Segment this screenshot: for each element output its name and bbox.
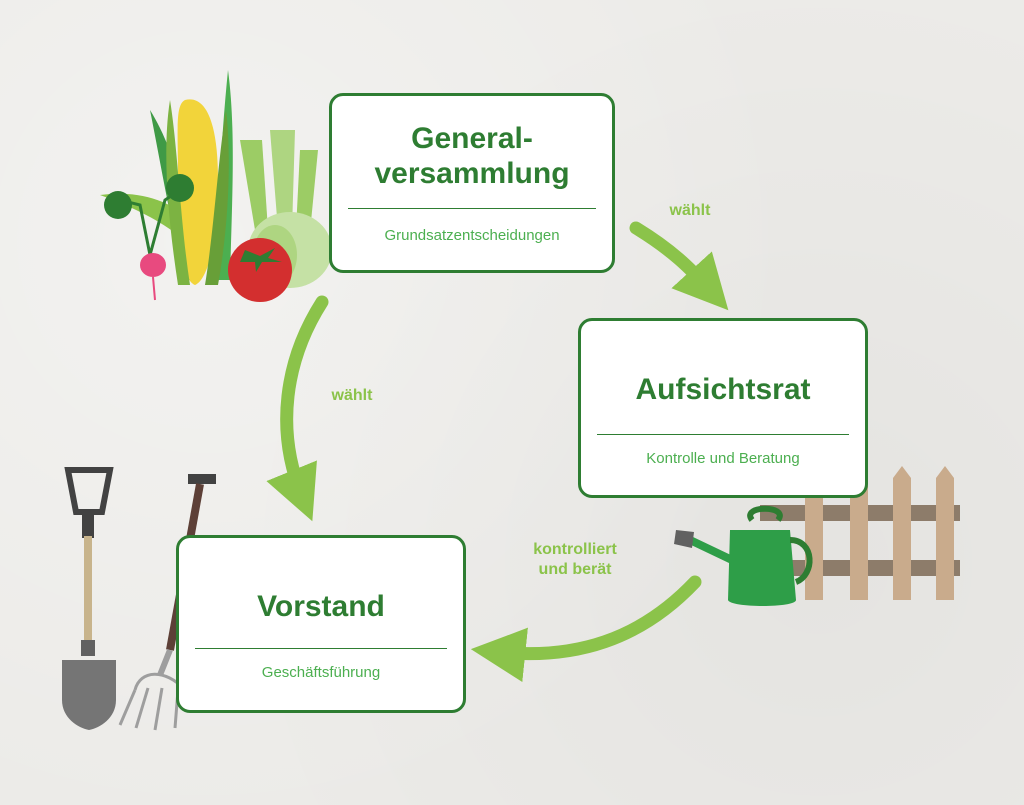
node-title: General- versammlung <box>332 122 612 191</box>
arrow-general-to-aufsicht <box>629 221 729 311</box>
node-title-line1: General- <box>411 122 533 155</box>
vegetables-icon <box>100 70 332 302</box>
edge-label-line1: kontrolliert <box>533 541 617 558</box>
node-generalversammlung: General- versammlung Grundsatzentscheidu… <box>329 93 615 273</box>
radish-icon <box>104 174 194 301</box>
node-divider <box>195 648 447 649</box>
node-title: Aufsichtsrat <box>635 373 811 406</box>
edge-label-line2: und berät <box>538 561 612 578</box>
node-subtitle: Kontrolle und Beratung <box>646 450 800 467</box>
node-aufsichtsrat: Aufsichtsrat Kontrolle und Beratung <box>578 318 868 498</box>
edge-label-aufsicht-vorstand: kontrolliert und berät <box>520 540 630 580</box>
node-title-line2: versammlung <box>374 156 570 190</box>
arrow-general-to-vorstand <box>266 295 329 522</box>
node-divider <box>597 434 849 435</box>
node-subtitle: Grundsatzentscheidungen <box>384 227 560 244</box>
edge-label-general-aufsicht: wählt <box>669 202 711 219</box>
node-divider <box>348 208 596 209</box>
node-vorstand: Vorstand Geschäftsführung <box>176 535 466 713</box>
spade-icon <box>62 467 116 730</box>
edge-label-general-vorstand: wählt <box>331 387 373 404</box>
arrow-aufsicht-to-vorstand <box>470 575 702 682</box>
node-title: Vorstand <box>257 590 385 623</box>
watering-can-icon <box>674 505 813 606</box>
tomato-icon <box>228 238 292 302</box>
node-subtitle: Geschäftsführung <box>261 664 381 681</box>
